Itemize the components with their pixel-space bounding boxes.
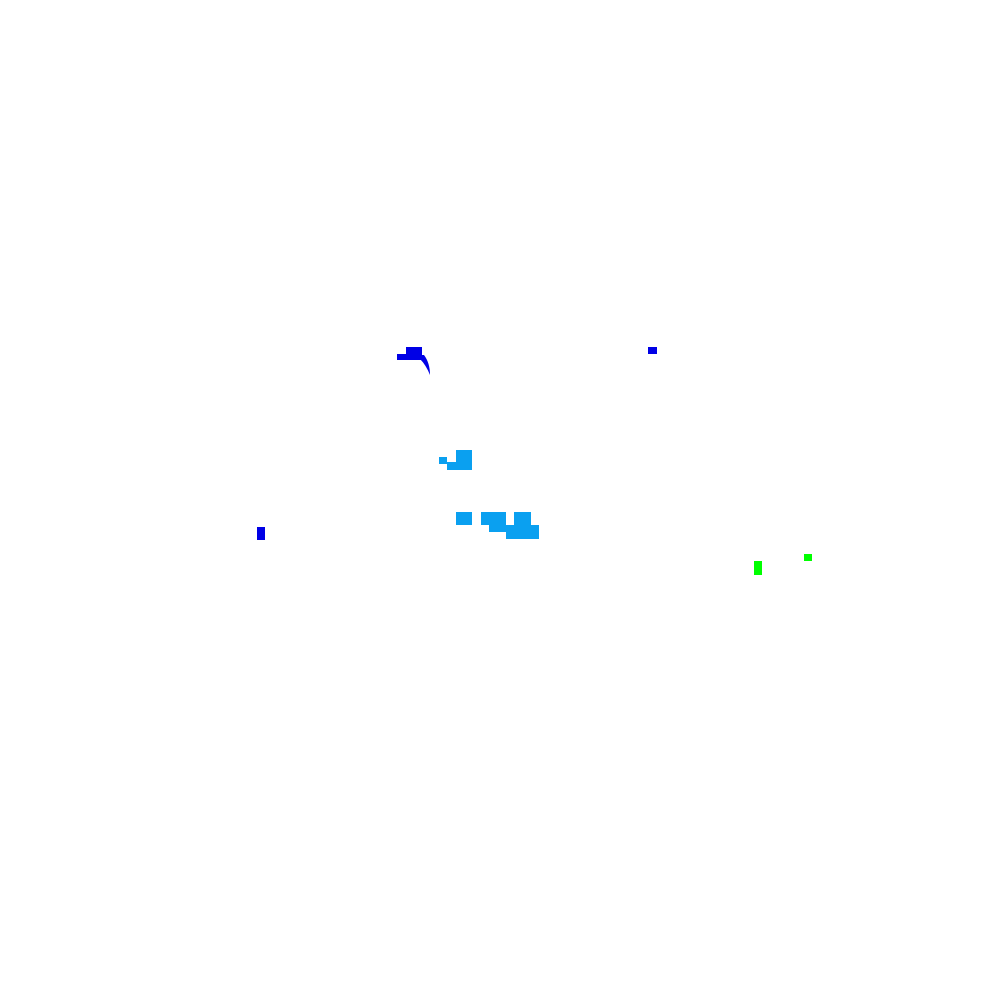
blue-blob-left xyxy=(257,527,265,540)
light-blue-blob-mid-small xyxy=(439,457,447,464)
blue-curve-path xyxy=(420,355,430,375)
green-blob-tall xyxy=(754,561,762,575)
blue-curve-tail xyxy=(420,355,430,375)
blue-blob-top-left xyxy=(406,347,422,360)
light-blue-cluster-part xyxy=(514,512,531,525)
light-blue-blob-mid-base xyxy=(447,462,459,470)
light-blue-blob-mid-main xyxy=(456,450,472,470)
blue-blob-top-left-base xyxy=(397,354,409,360)
light-blue-cluster-part xyxy=(456,512,472,525)
light-blue-cluster-part xyxy=(489,520,506,532)
green-blob-small xyxy=(804,554,812,561)
blue-blob-small-right xyxy=(648,347,657,354)
light-blue-cluster-part xyxy=(506,525,539,539)
